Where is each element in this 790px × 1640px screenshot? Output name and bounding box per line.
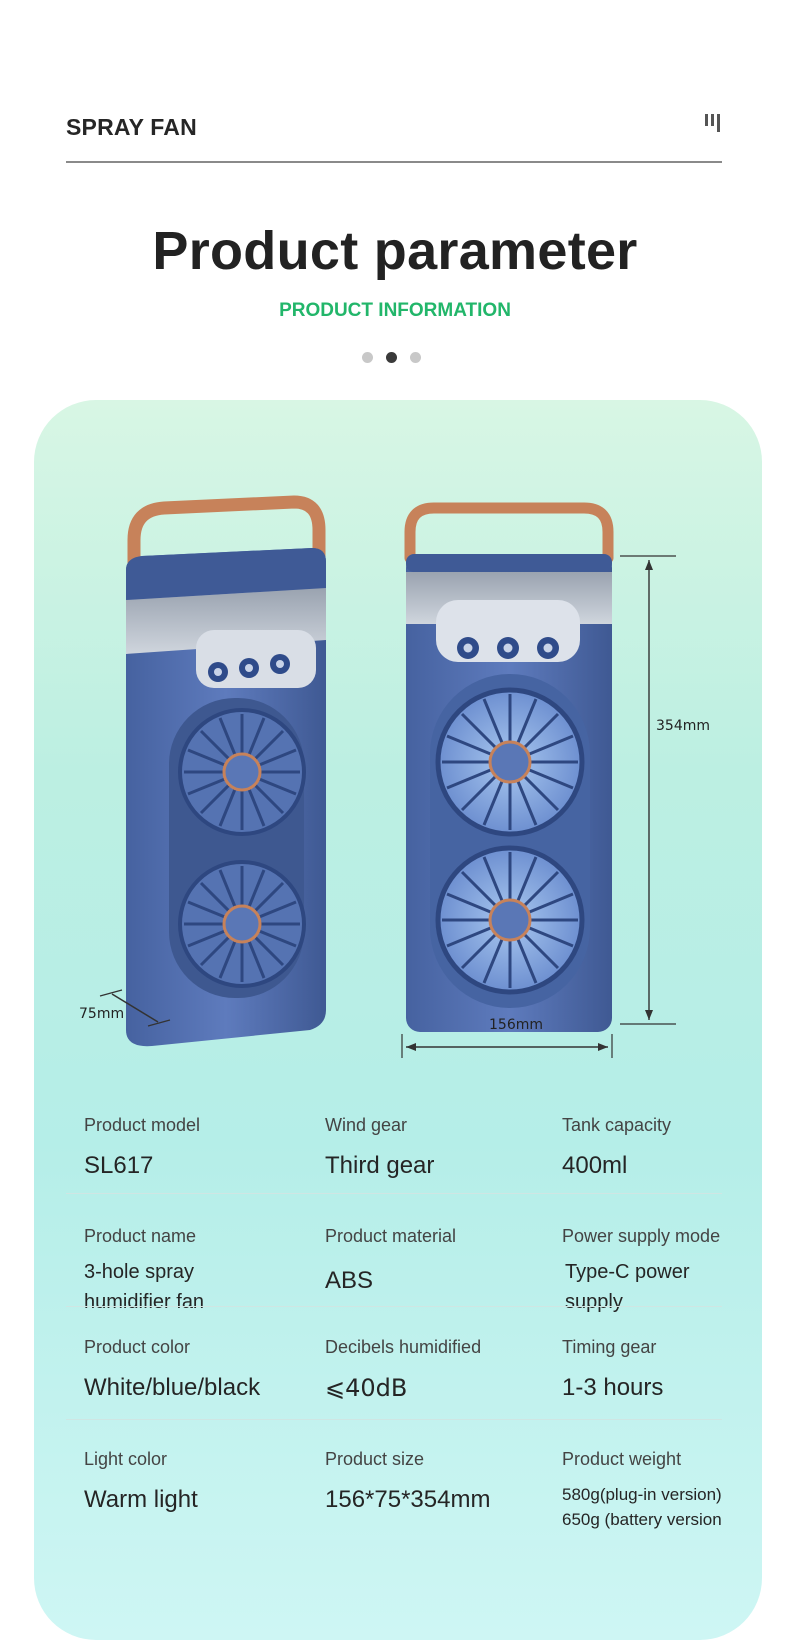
spec-label: Tank capacity	[562, 1115, 672, 1135]
page-header: SPRAY FAN	[66, 108, 722, 163]
spec-value: SL617	[84, 1152, 154, 1179]
spec-value: ⩽40dB	[325, 1374, 408, 1402]
spec-label: Product model	[84, 1115, 201, 1135]
header-divider	[66, 161, 722, 163]
spec-row: Light color Warm light Product size 156*…	[66, 1449, 754, 1564]
spec-label: Decibels humidified	[325, 1337, 482, 1357]
spec-cell: Product model SL617	[84, 1115, 200, 1180]
spec-value-line: 650g (battery version	[562, 1510, 722, 1529]
spec-label: Light color	[84, 1449, 168, 1469]
spec-value: Type-C power supply	[565, 1261, 690, 1313]
spec-cell: Power supply mode Type-C power supply	[562, 1226, 742, 1317]
spec-label: Product material	[325, 1226, 457, 1246]
spec-cell: Decibels humidified ⩽40dB	[325, 1337, 481, 1402]
spec-value: 156*75*354mm	[325, 1486, 491, 1513]
row-divider	[66, 1193, 722, 1194]
spec-label: Product size	[325, 1449, 425, 1469]
spec-row: Product name 3-hole spray humidifier fan…	[66, 1226, 754, 1341]
width-dimension-label: 156mm	[489, 1017, 543, 1033]
section-title: Product parameter	[152, 221, 638, 281]
spec-value: 400ml	[562, 1152, 628, 1179]
carousel-dots	[362, 352, 428, 364]
spec-value-line: 580g(plug-in version)	[562, 1485, 722, 1504]
spec-value: Third gear	[325, 1152, 435, 1179]
spec-row: Product color White/blue/black Decibels …	[66, 1337, 754, 1452]
brand-title: SPRAY FAN	[66, 114, 197, 140]
fan-angled-view	[99, 495, 326, 1047]
product-illustration	[99, 495, 676, 1058]
spec-cell: Product weight 580g(plug-in version) 650…	[562, 1449, 722, 1532]
row-divider	[66, 1306, 722, 1307]
spec-value: 1-3 hours	[562, 1374, 664, 1401]
depth-dimension-label: 75mm	[79, 1006, 125, 1022]
spec-label: Product color	[84, 1337, 191, 1357]
spec-value: ABS	[325, 1267, 374, 1294]
height-dimension-label: 354mm	[656, 718, 710, 734]
spec-label: Product name	[84, 1226, 197, 1246]
spec-value: Warm light	[84, 1486, 198, 1513]
spec-cell: Timing gear 1-3 hours	[562, 1337, 663, 1402]
section-subtitle: PRODUCT INFORMATION	[279, 300, 511, 321]
spec-cell: Product color White/blue/black	[84, 1337, 260, 1402]
carousel-dot-3[interactable]	[410, 352, 421, 363]
spec-cell: Product name 3-hole spray humidifier fan	[84, 1226, 304, 1317]
fan-front-view	[401, 502, 676, 1058]
spec-value: 3-hole spray humidifier fan	[84, 1261, 205, 1313]
spec-label: Power supply mode	[562, 1226, 721, 1246]
spec-label: Timing gear	[562, 1337, 657, 1357]
product-card: 75mm 156mm 354mm Product model SL617 Win…	[34, 400, 762, 1640]
vertical-bars-icon[interactable]	[704, 112, 722, 132]
spec-cell: Product size 156*75*354mm	[325, 1449, 490, 1514]
spec-cell: Tank capacity 400ml	[562, 1115, 671, 1180]
spec-cell: Light color Warm light	[84, 1449, 198, 1514]
spec-label: Wind gear	[325, 1115, 408, 1135]
spec-row: Product model SL617 Wind gear Third gear…	[66, 1115, 754, 1230]
spec-value: White/blue/black	[84, 1374, 261, 1401]
row-divider	[66, 1419, 722, 1420]
spec-cell: Wind gear Third gear	[325, 1115, 434, 1180]
carousel-dot-2[interactable]	[386, 352, 397, 363]
spec-cell: Product material ABS	[325, 1226, 456, 1295]
carousel-dot-1[interactable]	[362, 352, 373, 363]
spec-label: Product weight	[562, 1449, 682, 1469]
